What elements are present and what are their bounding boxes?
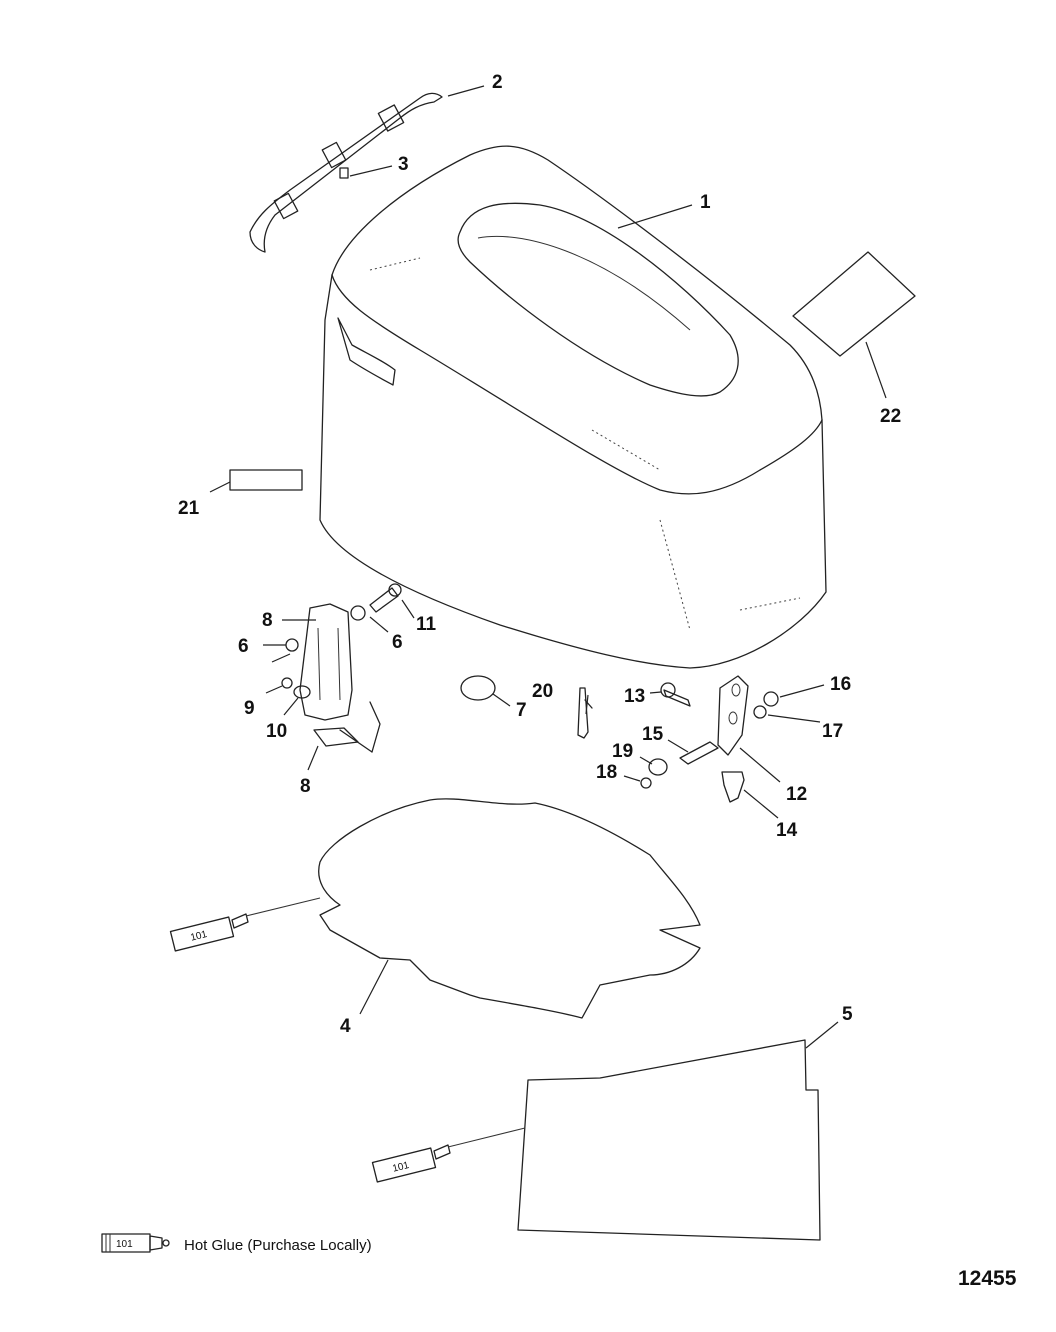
part-22-decal (792, 251, 916, 399)
part-1-top-cowl (319, 145, 827, 669)
part-2-trim-strip (249, 92, 443, 253)
callout-5: 5 (842, 1004, 853, 1025)
part-14-push-pin (721, 771, 779, 819)
callout-7: 7 (516, 700, 527, 721)
part-18-washer (623, 775, 652, 789)
part-3-clip (339, 167, 349, 179)
callout-15: 15 (642, 724, 664, 745)
tube-label-1: 101 (189, 929, 208, 944)
callout-22: 22 (880, 406, 901, 427)
callout-2: 2 (492, 72, 503, 93)
callout-3: 3 (398, 154, 409, 175)
callout-1: 1 (700, 192, 711, 213)
callout-20: 20 (532, 681, 553, 702)
part-5-sheet (517, 1021, 839, 1241)
callout-9: 9 (244, 698, 255, 719)
part-11-bolt (369, 583, 415, 619)
legend-text: Hot Glue (Purchase Locally) (184, 1237, 372, 1254)
part-15-stud (667, 739, 719, 765)
legend: 101 Hot Glue (Purchase Locally) (101, 1233, 372, 1254)
legend-glue-tube-icon: 101 (101, 1233, 170, 1253)
part-7-cap (460, 675, 511, 707)
tube-label-2: 101 (391, 1160, 410, 1175)
glue-tube-1 (169, 897, 321, 952)
part-21-strip (209, 469, 303, 493)
part-6-nut-left (263, 638, 299, 663)
part-12-latch-plate (717, 675, 781, 783)
callout-8-lower: 8 (300, 776, 311, 797)
callout-6-left: 6 (238, 636, 249, 657)
part-8-bracket-upper (282, 603, 353, 721)
callout-12: 12 (786, 784, 807, 805)
part-20-latch (577, 687, 593, 739)
leader-2 (447, 85, 485, 97)
leader-1 (617, 204, 693, 229)
callout-6-right: 6 (392, 632, 403, 653)
callout-13: 13 (624, 686, 645, 707)
part-16-nut (763, 684, 825, 707)
callout-14: 14 (776, 820, 798, 841)
callout-16: 16 (830, 674, 851, 695)
callout-11: 11 (416, 614, 437, 635)
callout-19: 19 (612, 741, 633, 762)
figure-number: 12455 (958, 1267, 1017, 1290)
leader-20 (585, 694, 589, 715)
leader-3 (349, 165, 393, 177)
part-4-insulation-sheet (318, 798, 701, 1019)
part-9-washer (265, 677, 293, 694)
callout-18: 18 (596, 762, 617, 783)
part-8-bracket-lower (307, 701, 381, 771)
part-17-washer (753, 705, 821, 723)
part-6-nut-right (350, 605, 389, 633)
callout-21: 21 (178, 498, 200, 519)
part-13-bolt (649, 682, 691, 707)
callout-labels: 1 2 3 4 5 6 6 7 8 8 9 10 11 12 13 14 15 … (178, 72, 901, 1037)
callout-17: 17 (822, 721, 843, 742)
callout-8-upper: 8 (262, 610, 273, 631)
glue-tube-2 (371, 1127, 526, 1183)
callout-10: 10 (266, 721, 287, 742)
callout-4: 4 (340, 1016, 351, 1037)
legend-tube-label: 101 (116, 1239, 133, 1250)
part-19-bushing (639, 756, 668, 776)
part-10-bushing (283, 685, 311, 716)
